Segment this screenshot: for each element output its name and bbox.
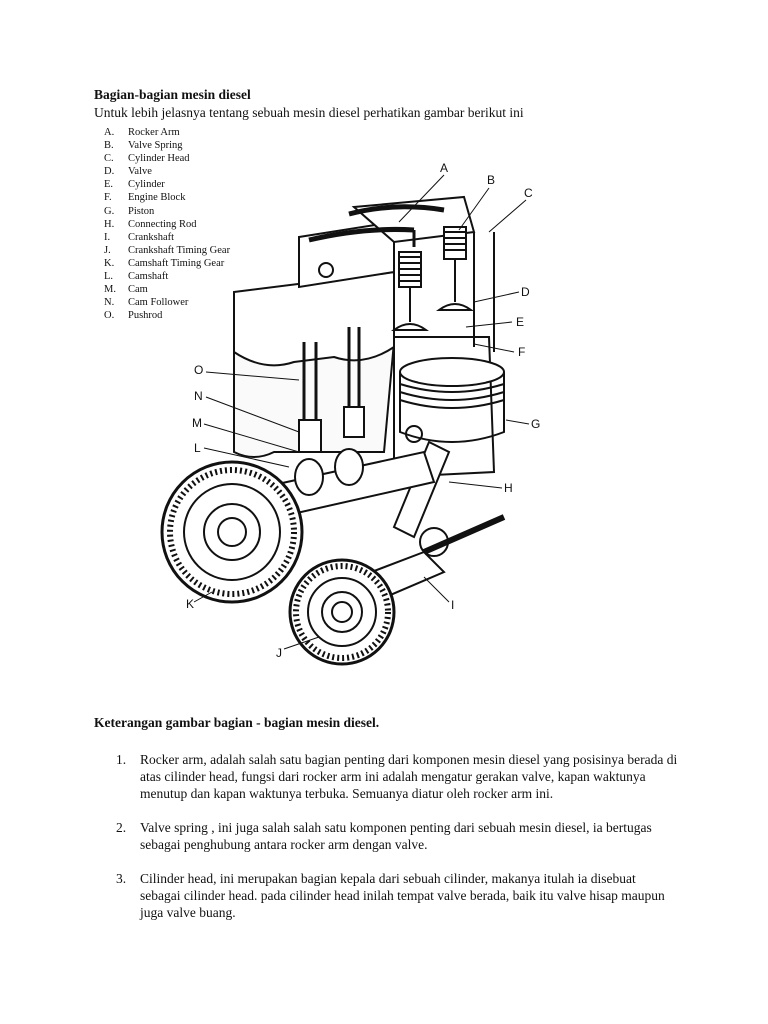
legend-key: B. bbox=[104, 139, 128, 152]
callout-e: E bbox=[516, 315, 524, 329]
callout-k: K bbox=[186, 597, 194, 611]
callout-l: L bbox=[194, 441, 201, 455]
legend-item: H.Connecting Rod bbox=[104, 218, 230, 231]
page-heading: Bagian-bagian mesin diesel bbox=[94, 87, 251, 103]
legend-key: A. bbox=[104, 126, 128, 139]
legend-label: Rocker Arm bbox=[128, 126, 180, 139]
legend-item: I.Crankshaft bbox=[104, 231, 230, 244]
list-item-text: Valve spring , ini juga salah salah satu… bbox=[140, 819, 679, 853]
callout-n: N bbox=[194, 389, 203, 403]
callout-g: G bbox=[531, 417, 540, 431]
legend-key: M. bbox=[104, 283, 128, 296]
legend-label: Pushrod bbox=[128, 309, 162, 322]
list-item-text: Cilinder head, ini merupakan bagian kepa… bbox=[140, 870, 679, 921]
callout-b: B bbox=[487, 173, 495, 187]
callout-h: H bbox=[504, 481, 513, 495]
legend-key: J. bbox=[104, 244, 128, 257]
callout-m: M bbox=[192, 416, 202, 430]
legend-label: Cam bbox=[128, 283, 148, 296]
legend-item: E.Cylinder bbox=[104, 178, 230, 191]
callout-c: C bbox=[524, 186, 533, 200]
callout-i: I bbox=[451, 598, 454, 612]
callout-d: D bbox=[521, 285, 530, 299]
legend-key: C. bbox=[104, 152, 128, 165]
list-item: 1. Rocker arm, adalah salah satu bagian … bbox=[94, 751, 679, 802]
legend-label: Connecting Rod bbox=[128, 218, 197, 231]
legend-item: D.Valve bbox=[104, 165, 230, 178]
legend-item: B.Valve Spring bbox=[104, 139, 230, 152]
legend-key: F. bbox=[104, 191, 128, 204]
legend-item: K.Camshaft Timing Gear bbox=[104, 257, 230, 270]
legend-label: Cam Follower bbox=[128, 296, 188, 309]
legend-item: O.Pushrod bbox=[104, 309, 230, 322]
legend-key: E. bbox=[104, 178, 128, 191]
legend-item: M.Cam bbox=[104, 283, 230, 296]
callout-a: A bbox=[440, 161, 448, 175]
legend-item: A.Rocker Arm bbox=[104, 126, 230, 139]
legend-key: N. bbox=[104, 296, 128, 309]
list-item: 2. Valve spring , ini juga salah salah s… bbox=[94, 819, 679, 853]
legend-label: Crankshaft bbox=[128, 231, 174, 244]
section-title: Keterangan gambar bagian - bagian mesin … bbox=[94, 715, 379, 731]
legend-key: H. bbox=[104, 218, 128, 231]
list-item-number: 3. bbox=[94, 870, 140, 921]
legend-item: N.Cam Follower bbox=[104, 296, 230, 309]
legend-key: L. bbox=[104, 270, 128, 283]
description-list: 1. Rocker arm, adalah salah satu bagian … bbox=[94, 751, 679, 938]
legend-item: C.Cylinder Head bbox=[104, 152, 230, 165]
crankshaft-timing-gear-drawing bbox=[290, 560, 394, 664]
callout-o: O bbox=[194, 363, 203, 377]
legend-label: Cylinder Head bbox=[128, 152, 190, 165]
legend-label: Valve bbox=[128, 165, 152, 178]
legend-key: O. bbox=[104, 309, 128, 322]
legend-label: Camshaft bbox=[128, 270, 168, 283]
legend-label: Cylinder bbox=[128, 178, 165, 191]
intro-text: Untuk lebih jelasnya tentang sebuah mesi… bbox=[94, 105, 524, 121]
list-item-text: Rocker arm, adalah salah satu bagian pen… bbox=[140, 751, 679, 802]
list-item-number: 1. bbox=[94, 751, 140, 802]
legend-item: L.Camshaft bbox=[104, 270, 230, 283]
legend-key: K. bbox=[104, 257, 128, 270]
list-item-number: 2. bbox=[94, 819, 140, 853]
figure-legend: A.Rocker Arm B.Valve Spring C.Cylinder H… bbox=[104, 126, 230, 322]
list-item: 3. Cilinder head, ini merupakan bagian k… bbox=[94, 870, 679, 921]
legend-item: F.Engine Block bbox=[104, 191, 230, 204]
legend-label: Engine Block bbox=[128, 191, 185, 204]
legend-key: D. bbox=[104, 165, 128, 178]
camshaft-timing-gear-drawing bbox=[162, 462, 302, 602]
legend-item: G.Piston bbox=[104, 205, 230, 218]
callout-f: F bbox=[518, 345, 525, 359]
legend-key: I. bbox=[104, 231, 128, 244]
legend-label: Piston bbox=[128, 205, 154, 218]
legend-label: Crankshaft Timing Gear bbox=[128, 244, 230, 257]
callout-j: J bbox=[276, 646, 282, 660]
legend-label: Camshaft Timing Gear bbox=[128, 257, 224, 270]
legend-label: Valve Spring bbox=[128, 139, 183, 152]
legend-key: G. bbox=[104, 205, 128, 218]
legend-item: J.Crankshaft Timing Gear bbox=[104, 244, 230, 257]
